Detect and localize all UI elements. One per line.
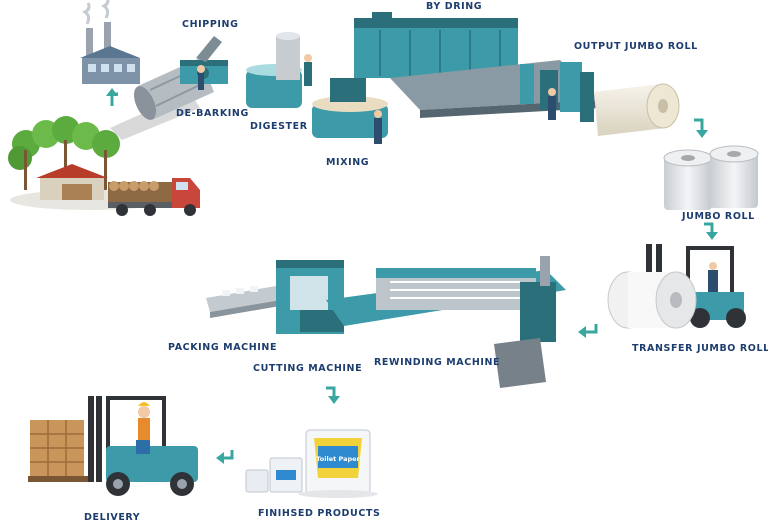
label-cutting-machine: CUTTING MACHINE — [253, 363, 363, 374]
label-digester: DIGESTER — [250, 121, 308, 132]
label-rewinding-machine: REWINDING MACHINE — [374, 357, 501, 368]
factory-icon — [80, 0, 140, 84]
finished-products — [245, 429, 378, 498]
digester-tank — [246, 32, 312, 108]
arrow-down-icon — [704, 222, 718, 240]
packing-machine — [206, 260, 344, 334]
label-jumbo-roll: JUMBO ROLL — [682, 211, 755, 222]
log-truck — [108, 178, 200, 216]
log-house — [36, 164, 108, 200]
arrow-up-icon — [106, 88, 118, 106]
label-drying: BY DRING — [426, 1, 483, 12]
mixing-tank — [312, 78, 388, 144]
label-debarking: DE-BARKING — [176, 108, 249, 119]
drying-machine — [354, 12, 600, 120]
output-jumbo-roll — [560, 62, 680, 136]
arrow-left-icon — [216, 450, 234, 464]
label-mixing: MIXING — [326, 157, 370, 168]
label-delivery: DELIVERY — [84, 512, 141, 523]
label-finished-products: FINIHSED PRODUCTS — [258, 508, 381, 519]
jumbo-roll-pair — [663, 145, 759, 210]
label-packing-machine: PACKING MACHINE — [168, 342, 278, 353]
transfer-forklift — [607, 244, 746, 329]
label-output-jumbo-roll: OUTPUT JUMBO ROLL — [574, 41, 698, 52]
arrow-down-icon — [694, 118, 708, 138]
package-text: Toilet Paper — [316, 455, 360, 463]
arrow-down-icon — [326, 386, 340, 404]
arrow-left-icon — [578, 324, 598, 338]
delivery-forklift — [28, 396, 198, 496]
label-chipping: CHIPPING — [182, 19, 239, 30]
label-transfer-jumbo-roll: TRANSFER JUMBO ROLL — [632, 343, 768, 354]
rewinding-machine — [326, 256, 566, 388]
chipping-machine — [180, 36, 228, 90]
